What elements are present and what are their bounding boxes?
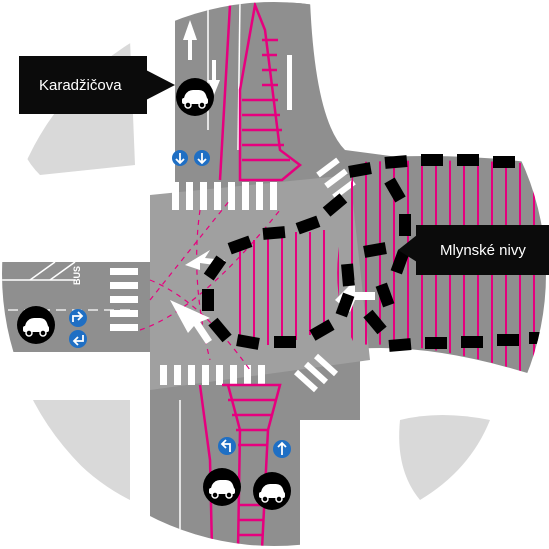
- crossing-west: [110, 268, 138, 331]
- east-hatching-inner: [239, 230, 325, 345]
- car-icon: [202, 467, 242, 507]
- lane-arrow-icon: [183, 20, 197, 60]
- lane-arrow-icon: [170, 300, 212, 344]
- arrow-down-icon: [175, 153, 185, 165]
- crossing-se: [293, 353, 339, 393]
- crossing-south: [160, 365, 265, 385]
- arrow-left-icon: [220, 439, 231, 452]
- lane-arrow-icon: [287, 55, 292, 110]
- bus-lane-text: BUS: [72, 266, 82, 285]
- lane-arrow-icon: [208, 60, 220, 95]
- arrow-left-icon: [72, 311, 84, 322]
- crossing-north: [172, 182, 277, 210]
- car-icon: [16, 305, 56, 345]
- arrow-left-icon: [72, 335, 84, 346]
- block-se: [399, 415, 490, 500]
- street-label-north: Karadžičova: [19, 56, 147, 114]
- pointer-triangle-icon: [398, 235, 417, 262]
- arrow-down-icon: [197, 153, 207, 165]
- flow-markers: [202, 154, 546, 352]
- car-icon: [175, 77, 215, 117]
- pointer-triangle-icon: [146, 70, 175, 100]
- block-sw: [30, 400, 130, 500]
- crossing-ne: [316, 157, 356, 200]
- direction-sign-icon: [218, 437, 291, 458]
- direction-sign-icon: [172, 150, 210, 166]
- island-north: [218, 2, 303, 182]
- direction-sign-icon: [69, 309, 87, 348]
- car-icon: [252, 471, 292, 511]
- arrow-up-icon: [277, 441, 287, 455]
- block-ne: [405, 40, 520, 170]
- road-north-curve: [290, 2, 420, 200]
- street-label-east: Mlynské nivy: [416, 225, 549, 275]
